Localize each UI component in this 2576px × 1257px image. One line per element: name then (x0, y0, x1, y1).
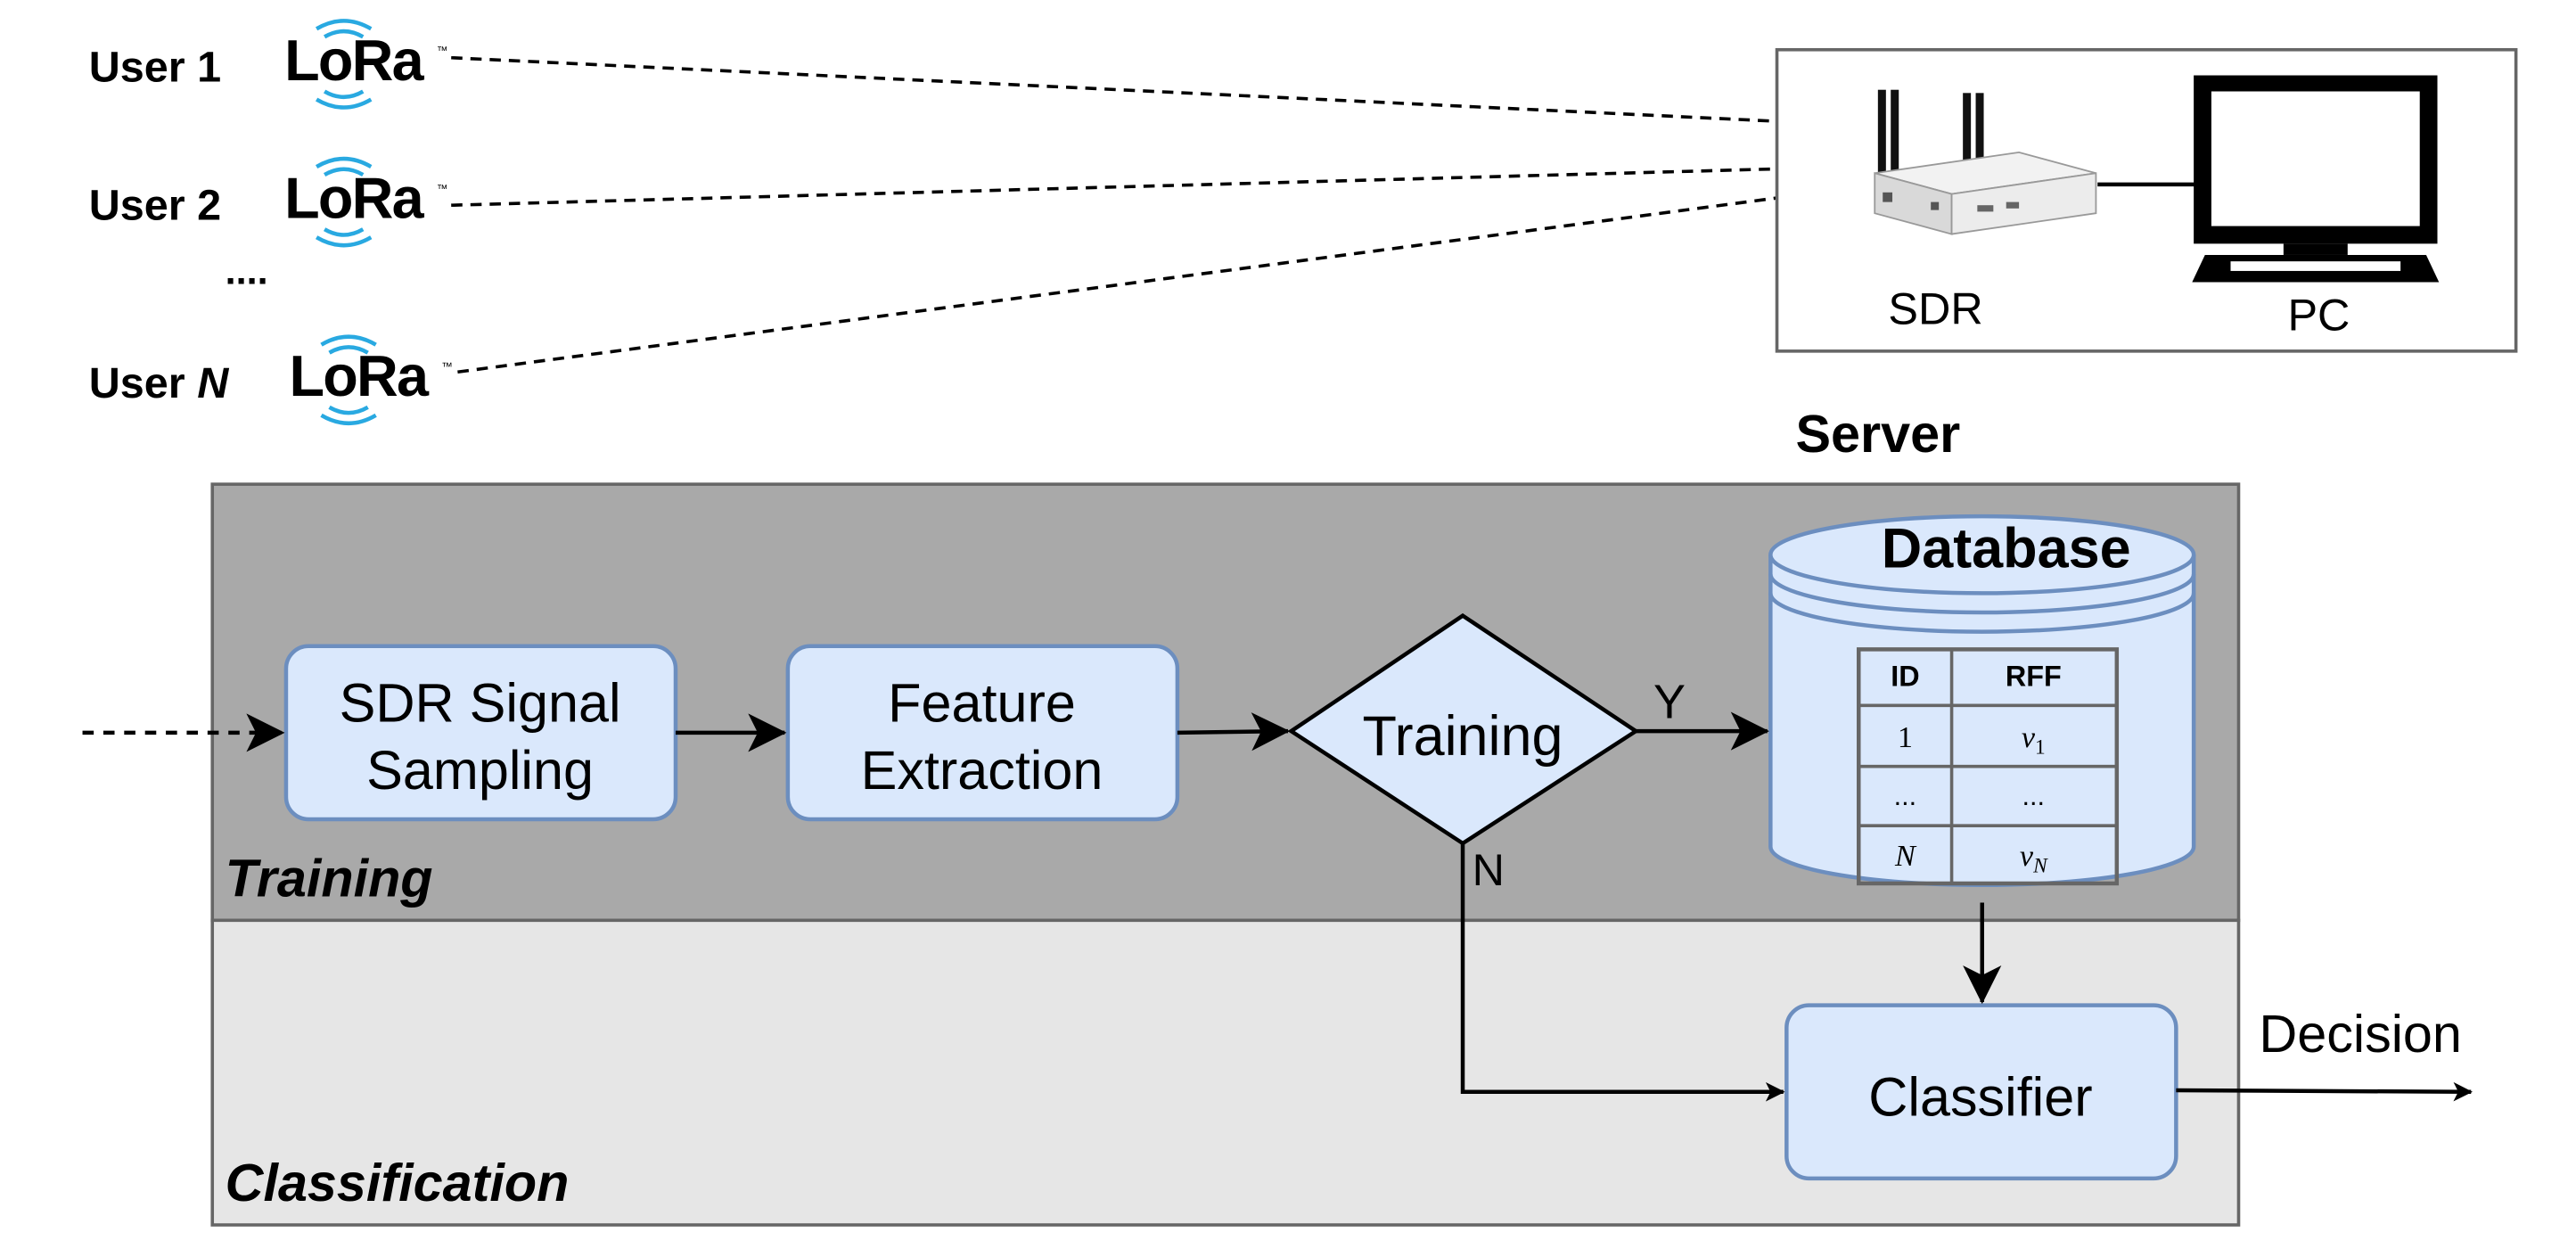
flow-arrows (82, 711, 2473, 1102)
lora-icon: LoRa ™ (284, 156, 448, 248)
svg-text:Classifier: Classifier (1868, 1067, 2092, 1128)
svg-text:™: ™ (437, 45, 448, 57)
table-cell-id: N (1894, 840, 1917, 873)
feature-extraction-box: Feature Extraction (785, 644, 1180, 822)
radio-links (451, 55, 1858, 374)
database-cylinder (1768, 513, 2196, 887)
svg-text:™: ™ (437, 183, 448, 195)
pc-monitor-icon (2192, 75, 2440, 283)
server-label: Server (1795, 404, 1960, 464)
svg-text:LoRa: LoRa (284, 166, 424, 231)
svg-text:LoRa: LoRa (284, 28, 424, 93)
table-cell-rff: vN (2020, 840, 2048, 877)
sdr-device-icon (1874, 89, 2097, 235)
sdr-signal-sampling-box: SDR Signal Sampling (283, 644, 678, 822)
training-zone-label: Training (226, 848, 433, 908)
svg-text:Training: Training (1363, 705, 1563, 768)
link-user-n (457, 173, 1858, 374)
svg-text:™: ™ (441, 360, 453, 373)
svg-text:Sampling: Sampling (366, 740, 594, 801)
link-user-2 (451, 148, 1858, 208)
no-branch-arrow (1460, 842, 1785, 1102)
server-box: SDR PC (1775, 47, 2518, 353)
training-decision-diamond: Training (1287, 612, 1640, 846)
sdr-label: SDR (1888, 283, 1982, 333)
decision-output-arrow (2176, 1081, 2473, 1102)
link-user-1 (451, 55, 1858, 143)
user-1-label: User 1 (89, 44, 221, 92)
lora-icon: LoRa ™ (290, 334, 453, 425)
user-1-group: User 1 LoRa ™ (89, 19, 448, 110)
user-2-label: User 2 (89, 181, 221, 229)
lora-icon: LoRa ™ (284, 19, 448, 110)
table-cell-id: 1 (1898, 721, 1913, 754)
svg-text:SDR Signal: SDR Signal (340, 672, 621, 733)
user-n-group: User N LoRa ™ (89, 334, 453, 425)
users-ellipsis: .... (226, 250, 268, 292)
feature-to-training-arrow (1177, 712, 1291, 752)
rff-table: ID RFF 1 v1 ... ... N vN (1857, 647, 2120, 886)
table-header-rff: RFF (2006, 661, 2062, 693)
user-n-label: User N (89, 359, 229, 407)
table-cell-rff: ... (2022, 781, 2045, 811)
decision-label: Decision (2259, 1004, 2462, 1064)
svg-text:Extraction: Extraction (861, 740, 1103, 801)
classification-zone-label: Classification (226, 1153, 570, 1212)
table-header-id: ID (1891, 661, 1919, 693)
svg-text:Feature: Feature (888, 672, 1076, 733)
yes-label: Y (1653, 676, 1686, 729)
pc-label: PC (2287, 289, 2350, 340)
table-cell-rff: v1 (2022, 721, 2046, 759)
classifier-box: Classifier (1784, 1003, 2178, 1181)
no-label: N (1473, 844, 1505, 895)
svg-text:LoRa: LoRa (290, 343, 430, 408)
database-title: Database (1882, 518, 2131, 580)
user-2-group: User 2 LoRa ™ (89, 156, 448, 248)
table-cell-id: ... (1894, 781, 1916, 811)
